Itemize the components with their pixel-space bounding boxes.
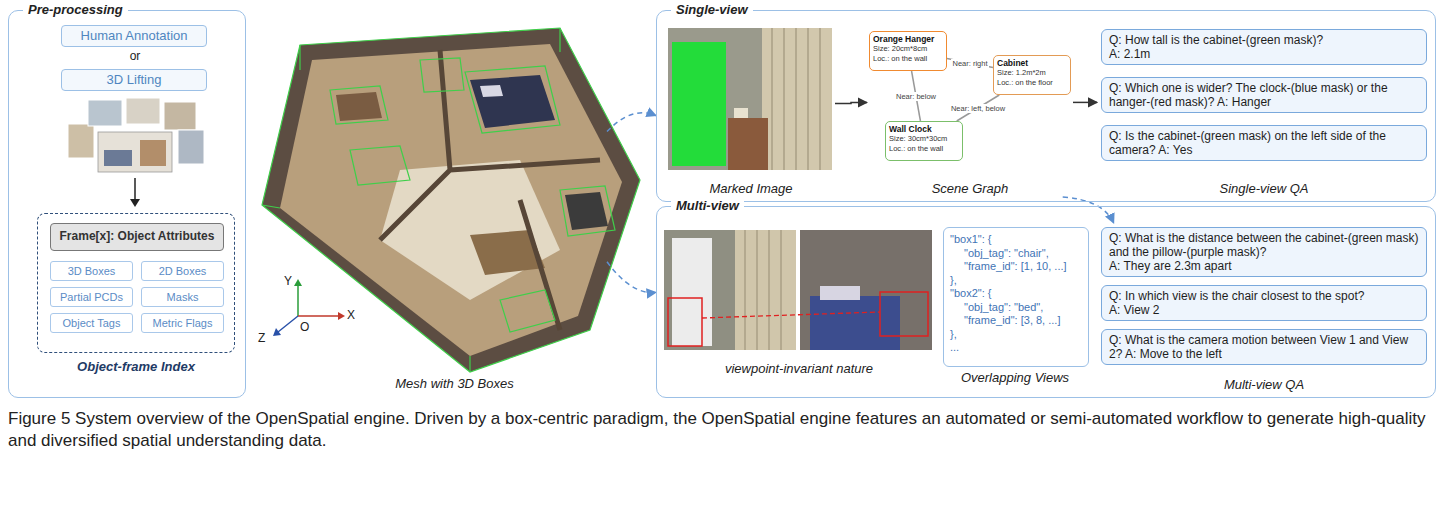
- code-line: "obj_tag": "chair",: [950, 247, 1082, 261]
- process-box: 3D Lifting: [61, 69, 207, 91]
- process-box: Human Annotation: [61, 25, 207, 47]
- dashed-arrow: [607, 113, 656, 132]
- box-label: 3D Lifting: [66, 72, 202, 88]
- qa-text: A: They are 2.3m apart: [1109, 259, 1419, 273]
- annotation-label: Overlapping Views: [942, 371, 1088, 385]
- annotation-label: Z: [258, 331, 265, 345]
- object-text: Wall Clock: [889, 124, 959, 134]
- panel-title: Single-view: [671, 2, 753, 18]
- header-label: Frame[x]: Object Attributes: [55, 229, 219, 244]
- section-panel: Pre-processingHuman Annotation3D Lifting…: [8, 10, 246, 398]
- figure-region: viewpoint-invariant nature: [663, 227, 935, 377]
- object-text: Orange Hanger: [873, 34, 943, 44]
- qa-text: Q: In which view is the chair closest to…: [1109, 289, 1419, 303]
- relation-label: Near: right: [951, 59, 988, 68]
- qa-box: Q: What is the camera motion between Vie…: [1101, 329, 1427, 365]
- axes: [273, 279, 345, 336]
- region-caption: Scene Graph: [867, 181, 1073, 197]
- object-text: Loc.: on the floor: [997, 78, 1067, 88]
- annotation-label: X: [347, 308, 355, 322]
- qa-text: Q: Which one is wider? The clock-(blue m…: [1109, 81, 1419, 109]
- annotation-label: O: [300, 320, 309, 334]
- attribute-box: Object Tags: [50, 313, 133, 333]
- scene-graph-node: Wall ClockSize: 30cm*30cmLoc.: on the wa…: [885, 121, 963, 161]
- relation-line: [947, 59, 993, 68]
- qa-text: Q: How tall is the cabinet-(green mask)?: [1109, 33, 1419, 47]
- section-panel: Multi-viewviewpoint-invariant nature"box…: [656, 206, 1436, 398]
- object-text: Loc.: on the wall: [873, 54, 943, 64]
- annotation-label: Y: [284, 274, 292, 288]
- flow-arrow: [1073, 102, 1097, 104]
- attribute-box: 2D Boxes: [141, 261, 224, 281]
- overlapping-views: [664, 230, 932, 350]
- attribute-box: 3D Boxes: [50, 261, 133, 281]
- header-box: Frame[x]: Object Attributes: [50, 223, 224, 251]
- qa-text: A: 2.1m: [1109, 47, 1419, 61]
- figure-caption: Figure 5 System overview of the OpenSpat…: [8, 408, 1436, 452]
- scene-graph-node: CabinetSize: 1.2m*2mLoc.: on the floor: [993, 55, 1071, 95]
- qa-text: Q: What is the camera motion between Vie…: [1109, 333, 1419, 361]
- dashed-arrow: [607, 262, 656, 293]
- figure-region: Marked Image: [667, 27, 835, 197]
- json-box: "box1": {"obj_tag": "chair","frame_id": …: [943, 227, 1089, 367]
- attribute-box: Metric Flags: [141, 313, 224, 333]
- object-text: Size: 1.2m*2m: [997, 68, 1067, 78]
- box-caption: Object-frame Index: [38, 359, 234, 375]
- region-caption: Multi-view QA: [1097, 377, 1431, 393]
- qa-box: Q: What is the distance between the cabi…: [1101, 227, 1427, 277]
- region-caption: Marked Image: [667, 181, 835, 197]
- scene-graph-node: Orange HangerSize: 20cm*8cmLoc.: on the …: [869, 31, 947, 71]
- object-text: Size: 30cm*30cm: [889, 134, 959, 144]
- flow-arrow: [835, 102, 867, 103]
- qa-box: Q: Which one is wider? The clock-(blue m…: [1101, 77, 1427, 113]
- code-line: },: [950, 328, 1082, 342]
- code-line: "box1": {: [950, 233, 1082, 247]
- box-label: Human Annotation: [66, 28, 202, 44]
- object-text: Size: 20cm*8cm: [873, 44, 943, 54]
- room-mesh: [262, 28, 640, 372]
- qa-box: Q: Is the cabinet-(green mask) on the le…: [1101, 125, 1427, 161]
- attribute-box: Partial PCDs: [50, 287, 133, 307]
- index-box: Object-frame IndexFrame[x]: Object Attri…: [37, 213, 235, 353]
- code-line: },: [950, 274, 1082, 288]
- code-line: "frame_id": [3, 8, ...]: [950, 314, 1082, 328]
- qa-box: Q: In which view is the chair closest to…: [1101, 285, 1427, 321]
- down-arrow: [130, 178, 140, 207]
- object-text: Loc.: on the wall: [889, 144, 959, 154]
- attribute-box: Masks: [141, 287, 224, 307]
- relation-label: Near: left, below: [950, 104, 1006, 113]
- attribute-label: 2D Boxes: [144, 264, 221, 278]
- attribute-label: 3D Boxes: [53, 264, 130, 278]
- region-caption: Mesh with 3D Boxes: [302, 376, 607, 392]
- frame-thumbnails: [68, 98, 204, 172]
- code-line: "obj_tag": "bed",: [950, 301, 1082, 315]
- annotation-label: or: [120, 49, 150, 63]
- attribute-label: Masks: [144, 290, 221, 304]
- figure-region: Mesh with 3D Boxes: [262, 20, 607, 392]
- region-caption: Single-view QA: [1097, 181, 1431, 197]
- figure-region: Single-view QA Q: How tall is the cabinet…: [1097, 25, 1431, 197]
- attribute-label: Metric Flags: [144, 316, 221, 330]
- figure-region: Multi-view QA Q: What is the distance bet…: [1097, 223, 1431, 393]
- qa-text: Q: Is the cabinet-(green mask) on the le…: [1109, 129, 1419, 157]
- qa-box: Q: How tall is the cabinet-(green mask)?…: [1101, 29, 1427, 65]
- region-caption: viewpoint-invariant nature: [663, 361, 935, 377]
- section-panel: Single-viewMarked ImageScene GraphOrange…: [656, 10, 1436, 202]
- code-line: "box2": {: [950, 287, 1082, 301]
- attribute-label: Object Tags: [53, 316, 130, 330]
- panel-title: Pre-processing: [23, 2, 128, 18]
- qa-text: Q: What is the distance between the cabi…: [1109, 231, 1419, 259]
- panel-title: Multi-view: [671, 198, 744, 214]
- code-line: "frame_id": [1, 10, ...]: [950, 260, 1082, 274]
- object-text: Cabinet: [997, 58, 1067, 68]
- dashed-arrow: [1063, 197, 1114, 223]
- relation-label: Near: below: [895, 92, 937, 101]
- marked-image: [668, 28, 832, 170]
- qa-text: A: View 2: [1109, 303, 1419, 317]
- code-line: ...: [950, 341, 1082, 355]
- attribute-label: Partial PCDs: [53, 290, 130, 304]
